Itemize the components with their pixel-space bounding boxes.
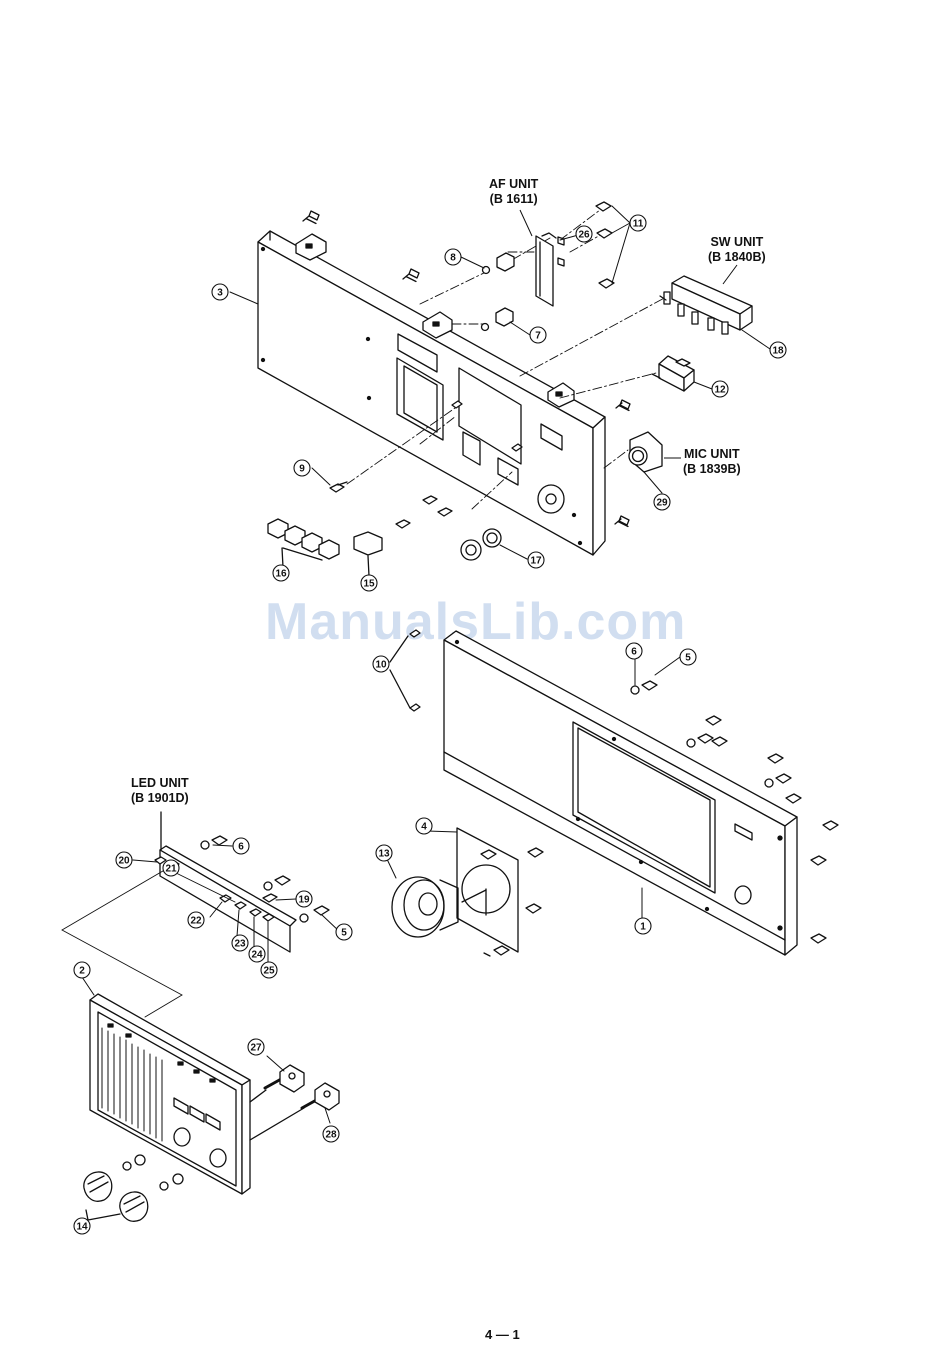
page-number: 4 — 1 (485, 1327, 520, 1342)
